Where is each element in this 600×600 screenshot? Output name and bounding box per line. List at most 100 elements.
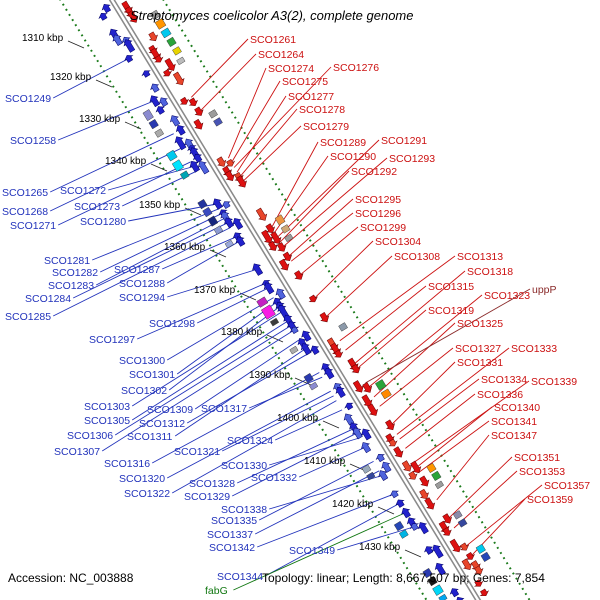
gene-label[interactable]: SCO1351 (514, 452, 560, 464)
gene-label[interactable]: SCO1295 (355, 194, 401, 206)
gene-arrow[interactable] (123, 53, 134, 64)
gene-arrow[interactable] (224, 170, 237, 183)
gene-label[interactable]: SCO1329 (184, 491, 230, 503)
gene-arrow[interactable] (322, 366, 336, 380)
gene-label[interactable]: SCO1309 (147, 404, 193, 416)
gene-label[interactable]: SCO1330 (221, 460, 267, 472)
gene-block[interactable] (160, 27, 172, 39)
gene-block[interactable] (438, 593, 448, 600)
gene-block[interactable] (398, 529, 409, 539)
gene-block[interactable] (434, 480, 444, 490)
gene-label[interactable]: SCO1279 (303, 121, 349, 133)
gene-arrow[interactable] (334, 385, 347, 399)
gene-arrow[interactable] (360, 393, 374, 408)
gene-arrow[interactable] (441, 513, 454, 526)
gene-block[interactable] (142, 109, 154, 122)
gene-arrow[interactable] (299, 341, 313, 356)
gene-block[interactable] (393, 521, 405, 532)
gene-block[interactable] (427, 576, 438, 587)
gene-label[interactable]: SCO1290 (330, 151, 376, 163)
gene-arrow[interactable] (430, 543, 445, 560)
gene-block[interactable] (431, 470, 442, 481)
gene-label[interactable]: SCO1283 (48, 280, 94, 292)
gene-label[interactable]: SCO1287 (114, 264, 160, 276)
gene-arrow[interactable] (399, 506, 412, 519)
gene-arrow[interactable] (153, 54, 164, 64)
gene-arrow[interactable] (231, 216, 245, 231)
gene-label[interactable]: SCO1249 (5, 93, 51, 105)
gene-arrow[interactable] (163, 57, 178, 73)
gene-arrow[interactable] (366, 403, 380, 418)
gene-arrow[interactable] (267, 240, 280, 253)
gene-arrow[interactable] (225, 158, 236, 168)
gene-arrow[interactable] (423, 544, 435, 555)
gene-arrow[interactable] (149, 82, 161, 94)
gene-arrow[interactable] (215, 156, 228, 169)
gene-label[interactable]: SCO1302 (121, 385, 167, 397)
gene-label[interactable]: SCO1258 (10, 135, 56, 147)
gene-label[interactable]: SCO1294 (119, 292, 165, 304)
gene-arrow[interactable] (299, 328, 312, 342)
gene-arrow[interactable] (392, 446, 405, 460)
gene-arrow[interactable] (423, 497, 437, 512)
gene-arrow[interactable] (308, 294, 319, 304)
gene-arrow[interactable] (148, 93, 162, 108)
gene-label[interactable]: SCO1319 (428, 305, 474, 317)
gene-label[interactable]: SCO1313 (457, 251, 503, 263)
gene-label[interactable]: SCO1328 (189, 478, 235, 490)
gene-arrow[interactable] (333, 349, 344, 360)
gene-arrow[interactable] (222, 215, 235, 229)
gene-block[interactable] (202, 207, 213, 218)
gene-arrow[interactable] (193, 106, 205, 118)
gene-block[interactable] (457, 518, 468, 528)
gene-block[interactable] (338, 322, 348, 332)
gene-arrow[interactable] (122, 37, 137, 53)
gene-label[interactable]: SCO1336 (477, 389, 523, 401)
gene-label[interactable]: SCO1311 (127, 431, 172, 443)
gene-arrow[interactable] (409, 521, 420, 531)
gene-block[interactable] (197, 199, 208, 210)
gene-block[interactable] (303, 373, 314, 384)
gene-block[interactable] (269, 317, 280, 327)
gene-arrow[interactable] (126, 10, 140, 25)
gene-label[interactable]: SCO1282 (52, 267, 98, 279)
gene-arrow[interactable] (141, 68, 152, 78)
gene-block[interactable] (171, 159, 184, 172)
gene-label[interactable]: SCO1323 (484, 290, 530, 302)
gene-label[interactable]: SCO1268 (2, 206, 48, 218)
gene-label[interactable]: SCO1353 (519, 466, 565, 478)
gene-block[interactable] (213, 225, 224, 235)
gene-block[interactable] (224, 239, 234, 249)
gene-label[interactable]: SCO1289 (320, 137, 366, 149)
gene-block[interactable] (176, 56, 186, 66)
gene-arrow[interactable] (269, 231, 283, 247)
gene-label[interactable]: fabG (205, 585, 228, 597)
gene-label[interactable]: SCO1340 (494, 402, 540, 414)
gene-block[interactable] (361, 464, 372, 474)
gene-block[interactable] (172, 46, 182, 56)
gene-arrow[interactable] (473, 578, 484, 588)
gene-arrow[interactable] (460, 558, 474, 572)
gene-label[interactable]: uppP (532, 284, 557, 296)
gene-arrow[interactable] (211, 196, 224, 210)
gene-block[interactable] (274, 214, 286, 226)
gene-label[interactable]: SCO1273 (74, 201, 120, 213)
gene-arrow[interactable] (309, 344, 321, 356)
gene-arrow[interactable] (262, 280, 276, 295)
gene-label[interactable]: SCO1334 (481, 374, 527, 386)
gene-arrow[interactable] (173, 134, 188, 151)
gene-label[interactable]: SCO1357 (544, 480, 590, 492)
gene-arrow[interactable] (97, 11, 108, 22)
gene-arrow[interactable] (376, 468, 389, 481)
gene-label[interactable]: SCO1305 (84, 415, 130, 427)
gene-label[interactable]: SCO1321 (174, 446, 220, 458)
gene-arrow[interactable] (174, 123, 187, 136)
gene-label[interactable]: SCO1291 (381, 135, 427, 147)
gene-label[interactable]: SCO1337 (207, 529, 253, 541)
gene-block[interactable] (432, 584, 444, 596)
gene-label[interactable]: SCO1322 (124, 488, 170, 500)
gene-label[interactable]: SCO1304 (375, 236, 421, 248)
gene-label[interactable]: SCO1280 (80, 216, 126, 228)
gene-arrow[interactable] (221, 199, 232, 210)
gene-arrow[interactable] (387, 438, 398, 448)
